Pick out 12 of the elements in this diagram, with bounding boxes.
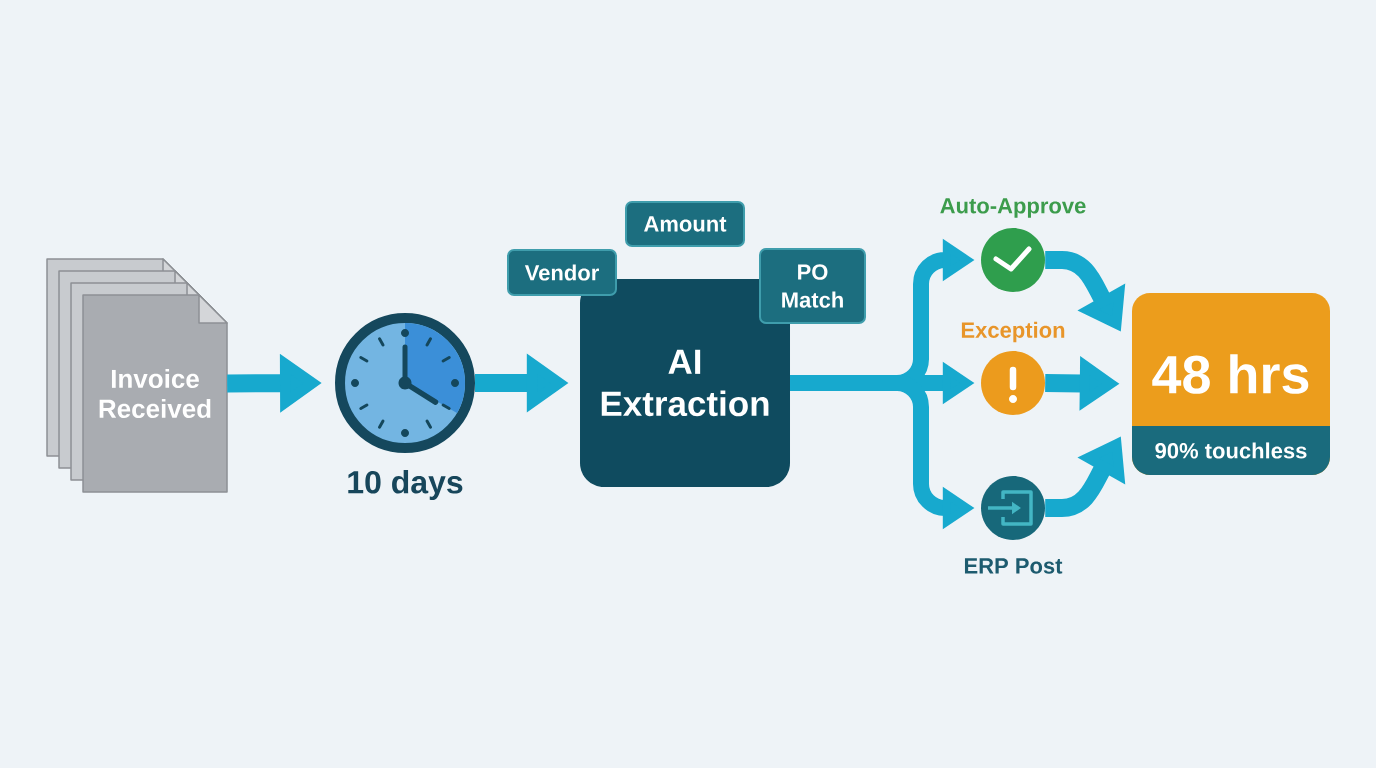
login-icon (981, 476, 1045, 540)
result-band: 90% touchless (1132, 426, 1330, 475)
field-tag: Amount (625, 201, 745, 247)
status-label: Auto-Approve (940, 198, 1086, 218)
field-tag: Vendor (507, 249, 617, 296)
exclamation-icon (981, 351, 1045, 415)
status-label: Exception (961, 321, 1065, 343)
field-tag: PO Match (759, 248, 866, 324)
status-label: ERP Post (964, 558, 1063, 574)
duration-label: 10 days (348, 470, 463, 500)
document-stack: Invoice Received (46, 258, 228, 493)
check-icon (981, 228, 1045, 292)
